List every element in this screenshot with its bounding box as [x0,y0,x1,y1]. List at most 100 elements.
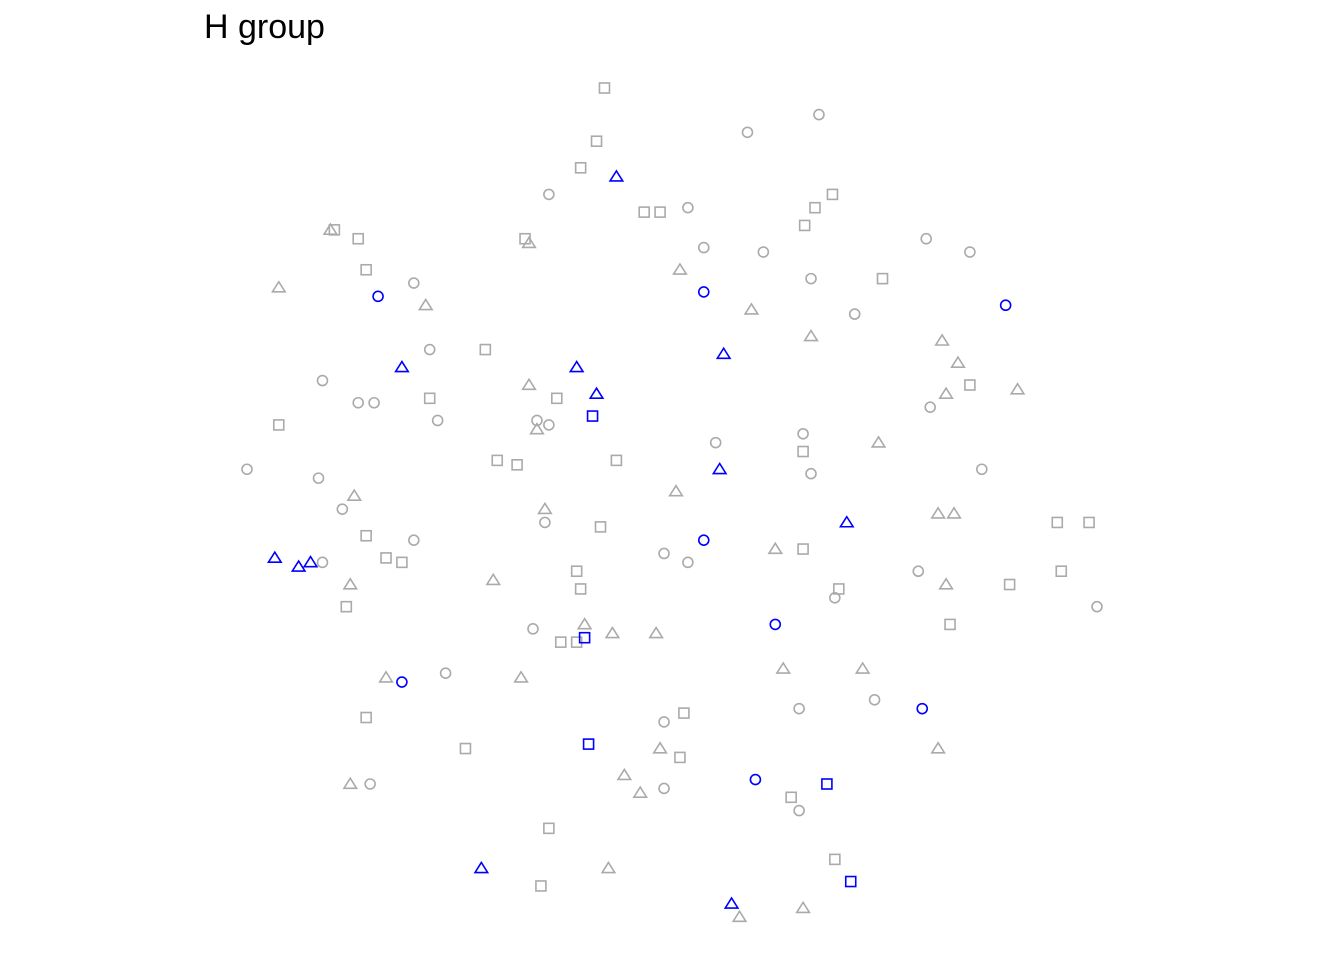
point-other-circle-17 [543,419,555,431]
point-other-triangle-7 [934,333,950,346]
point-other-triangle-32 [342,776,359,790]
point-other-square-32 [1083,516,1095,529]
point-other-triangle-1 [521,235,537,249]
point-highlight-circle-5 [396,676,408,688]
point-other-square-41 [674,751,686,764]
point-highlight-triangle-7 [267,550,283,564]
point-other-circle-15 [431,414,444,427]
point-other-circle-28 [658,547,670,560]
point-other-triangle-29 [513,670,529,683]
point-highlight-triangle-0 [608,169,625,182]
point-other-triangle-20 [342,577,359,590]
point-other-square-39 [678,707,690,719]
point-other-triangle-18 [946,506,962,519]
point-other-square-36 [554,636,567,648]
point-other-square-15 [551,392,563,405]
point-highlight-circle-2 [999,299,1012,312]
point-other-square-7 [654,206,666,218]
point-other-circle-8 [805,272,817,285]
point-other-square-42 [785,791,797,804]
point-other-square-8 [809,201,821,214]
point-highlight-circle-1 [697,286,710,298]
point-other-square-34 [1003,578,1016,591]
point-other-triangle-33 [616,767,633,781]
point-other-triangle-34 [632,785,648,798]
point-other-circle-5 [757,246,770,258]
point-other-square-21 [610,454,623,467]
point-other-square-25 [396,556,408,569]
point-other-circle-20 [709,436,722,449]
point-highlight-triangle-8 [290,559,307,572]
point-other-circle-16 [531,414,543,427]
point-other-triangle-17 [930,506,946,519]
point-other-triangle-8 [950,355,966,368]
point-other-triangle-14 [346,488,363,501]
point-other-circle-24 [976,463,988,476]
point-other-triangle-4 [417,297,434,311]
point-other-circle-29 [682,556,694,569]
point-other-circle-33 [1091,600,1103,613]
point-other-triangle-12 [529,422,545,435]
point-other-circle-1 [813,108,825,121]
point-other-circle-2 [543,188,555,201]
point-other-circle-10 [848,308,861,320]
point-other-square-23 [360,529,372,542]
point-other-triangle-13 [870,435,887,448]
point-other-triangle-36 [731,909,748,923]
point-other-triangle-28 [378,670,394,683]
point-other-circle-19 [924,401,936,413]
point-other-circle-25 [336,503,349,515]
point-other-square-19 [491,454,504,467]
point-other-circle-36 [793,702,805,715]
point-other-circle-18 [797,427,809,440]
point-highlight-square-2 [582,738,595,750]
point-other-circle-0 [741,126,754,139]
point-other-triangle-27 [854,661,871,674]
point-other-square-14 [423,392,436,405]
point-other-triangle-6 [803,329,819,342]
point-other-triangle-37 [795,900,811,914]
point-other-circle-21 [241,463,253,476]
point-other-square-4 [352,232,365,245]
point-other-circle-39 [364,778,376,790]
point-highlight-triangle-3 [588,386,605,400]
point-highlight-square-0 [586,410,599,422]
point-other-square-10 [798,219,811,232]
point-other-circle-35 [439,667,452,679]
point-highlight-circle-0 [372,290,384,303]
point-other-triangle-10 [938,386,954,400]
point-other-square-16 [272,419,285,431]
point-highlight-square-4 [844,875,857,888]
point-other-circle-27 [408,534,420,546]
point-other-triangle-5 [743,302,760,315]
point-other-circle-32 [829,592,841,604]
point-other-circle-41 [793,804,805,817]
point-other-circle-34 [527,623,539,635]
point-highlight-circle-6 [916,702,929,715]
point-highlight-circle-7 [749,773,762,786]
point-highlight-triangle-4 [715,346,732,360]
point-other-square-30 [340,600,353,613]
point-other-triangle-23 [576,617,593,630]
point-other-square-6 [638,206,650,218]
point-highlight-triangle-5 [711,461,728,475]
point-other-square-31 [1051,516,1064,529]
point-other-circle-7 [964,246,976,258]
point-other-circle-12 [316,374,329,387]
point-highlight-circle-3 [697,534,710,546]
point-highlight-triangle-11 [723,896,740,909]
point-highlight-triangle-2 [568,360,585,373]
point-other-square-43 [543,822,555,835]
point-other-triangle-31 [930,741,946,754]
point-other-triangle-0 [322,222,339,235]
point-other-triangle-25 [648,626,664,639]
point-other-square-40 [459,742,472,755]
point-other-square-24 [380,552,392,564]
point-other-square-27 [570,565,583,578]
point-other-square-9 [826,188,839,201]
point-other-square-20 [511,459,523,471]
point-other-square-18 [797,445,809,458]
point-other-square-33 [1055,565,1068,578]
point-other-circle-6 [920,232,933,245]
